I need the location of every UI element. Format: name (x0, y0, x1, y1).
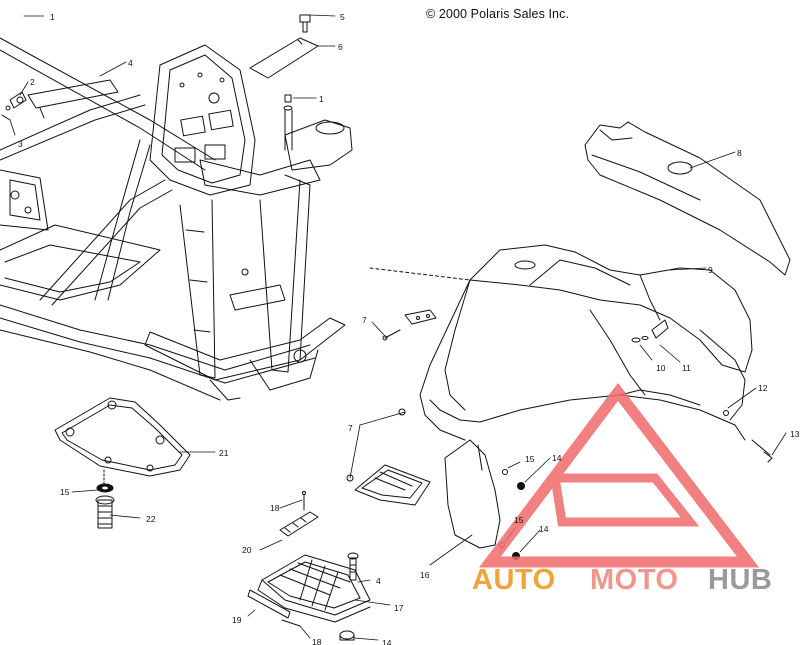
callout-5: 5 (340, 12, 345, 22)
fastener-part-1 (284, 94, 292, 103)
leader-lines (9, 14, 787, 641)
watermark-auto: AUTO (472, 564, 556, 596)
callout-17: 17 (394, 603, 404, 613)
skid-plate-part-21 (54, 397, 191, 477)
strip-part-19 (247, 589, 291, 619)
copyright-text: © 2000 Polaris Sales Inc. (426, 7, 570, 21)
callout-3: 3 (18, 139, 23, 149)
bolt-part-22 (95, 469, 115, 529)
callout-21: 21 (219, 448, 229, 458)
rivet-part-18-bottom (281, 619, 301, 627)
cover-part-8 (584, 121, 791, 276)
callout-1: 1 (50, 12, 55, 22)
bracket-part-20 (279, 511, 319, 537)
washer-part-15 (96, 483, 114, 493)
callout-4: 4 (376, 576, 381, 586)
callout-14: 14 (539, 524, 549, 534)
callout-4: 4 (128, 58, 133, 68)
rivet-part-18-top (302, 491, 306, 511)
callout-16: 16 (420, 570, 430, 580)
callout-15: 15 (514, 515, 524, 525)
watermark-triangle (478, 382, 760, 568)
bolt-part-5 (299, 14, 311, 33)
callout-19: 19 (232, 615, 242, 625)
callout-7: 7 (362, 315, 367, 325)
callout-2: 2 (30, 77, 35, 87)
footrest-bracket (354, 464, 431, 506)
callout-13: 13 (790, 429, 800, 439)
footrest-part-17 (257, 554, 371, 623)
callout-7: 7 (348, 423, 353, 433)
plate-part-6 (249, 37, 319, 79)
callout-1: 1 (319, 94, 324, 104)
callout-14: 14 (382, 638, 392, 645)
callout-18: 18 (312, 637, 322, 645)
watermark-hub: HUB (708, 564, 773, 596)
bolt-part-4 (347, 552, 359, 581)
frame-assembly (0, 37, 353, 401)
callout-20: 20 (242, 545, 252, 555)
callout-12: 12 (758, 383, 768, 393)
callout-14: 14 (552, 453, 562, 463)
callout-8: 8 (737, 148, 742, 158)
hardware-part-15-14 (346, 408, 525, 560)
callout-22: 22 (146, 514, 156, 524)
fender-part-9 (369, 244, 773, 463)
callout-15: 15 (525, 454, 535, 464)
nut-part-14-bottom (339, 630, 355, 641)
mudflap-part-16 (444, 439, 501, 549)
watermark-moto: MOTO (590, 564, 679, 596)
callout-18: 18 (270, 503, 280, 513)
callout-10: 10 (656, 363, 666, 373)
callout-15: 15 (60, 487, 70, 497)
callout-11: 11 (682, 363, 691, 373)
callout-9: 9 (708, 265, 713, 275)
callout-6: 6 (338, 42, 343, 52)
